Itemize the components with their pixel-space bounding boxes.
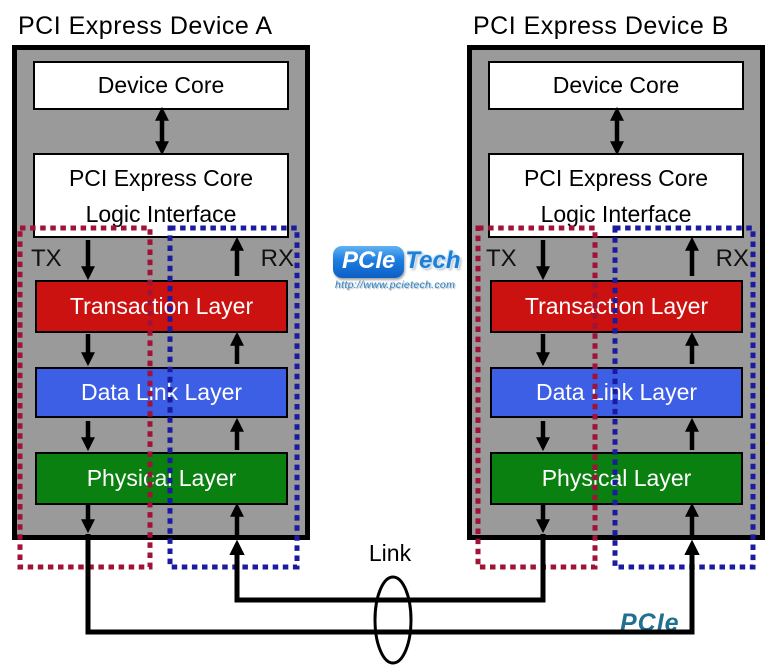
device-b-physical-layer-label: Physical Layer — [541, 465, 692, 491]
link-bundle-ellipse-icon — [373, 575, 413, 665]
device-a-logic-interface-box: PCI Express Core Logic Interface — [33, 153, 289, 238]
device-a-transaction-layer: Transaction Layer — [35, 280, 288, 333]
device-a-core-label: Device Core — [97, 72, 225, 98]
device-a-rx-label: RX — [260, 245, 294, 272]
logo-tech-text: Tech — [405, 247, 461, 274]
device-b-data-link-layer-label: Data Link Layer — [535, 379, 698, 405]
device-a-interface-line2: Logic Interface — [85, 200, 237, 227]
device-b-physical-layer: Physical Layer — [490, 452, 743, 505]
device-a-physical-layer-label: Physical Layer — [86, 465, 237, 491]
device-a-transaction-layer-label: Transaction Layer — [69, 293, 254, 319]
device-b-transaction-layer: Transaction Layer — [490, 280, 743, 333]
device-a-interface-line1: PCI Express Core — [68, 164, 254, 191]
device-b-title: PCI Express Device B — [473, 12, 729, 40]
device-a-data-link-layer: Data Link Layer — [35, 367, 288, 418]
logo-url-text: http://www.pcietech.com — [335, 279, 456, 291]
device-b-tx-label: TX — [486, 245, 517, 272]
device-b-rx-label: RX — [715, 245, 749, 272]
watermark-text: PCIe — [620, 609, 680, 637]
device-b-transaction-layer-label: Transaction Layer — [524, 293, 709, 319]
device-a-data-link-layer-label: Data Link Layer — [80, 379, 243, 405]
device-b: PCI Express Device B Device Core PCI Exp… — [467, 12, 765, 632]
device-b-logic-interface-box: PCI Express Core Logic Interface — [488, 153, 744, 238]
device-b-interface-line2: Logic Interface — [540, 200, 692, 227]
device-b-core-label: Device Core — [552, 72, 680, 98]
device-a-tx-label: TX — [31, 245, 62, 272]
device-b-core-box: Device Core — [488, 61, 744, 110]
device-a-title: PCI Express Device A — [18, 12, 273, 40]
logo-pcie-badge: PCIe — [333, 246, 405, 278]
link-label: Link — [368, 540, 412, 566]
device-b-interface-line1: PCI Express Core — [523, 164, 709, 191]
device-b-data-link-layer: Data Link Layer — [490, 367, 743, 418]
device-a: PCI Express Device A Device Core PCI Exp… — [12, 12, 310, 632]
device-a-core-box: Device Core — [33, 61, 289, 110]
device-a-physical-layer: Physical Layer — [35, 452, 288, 505]
